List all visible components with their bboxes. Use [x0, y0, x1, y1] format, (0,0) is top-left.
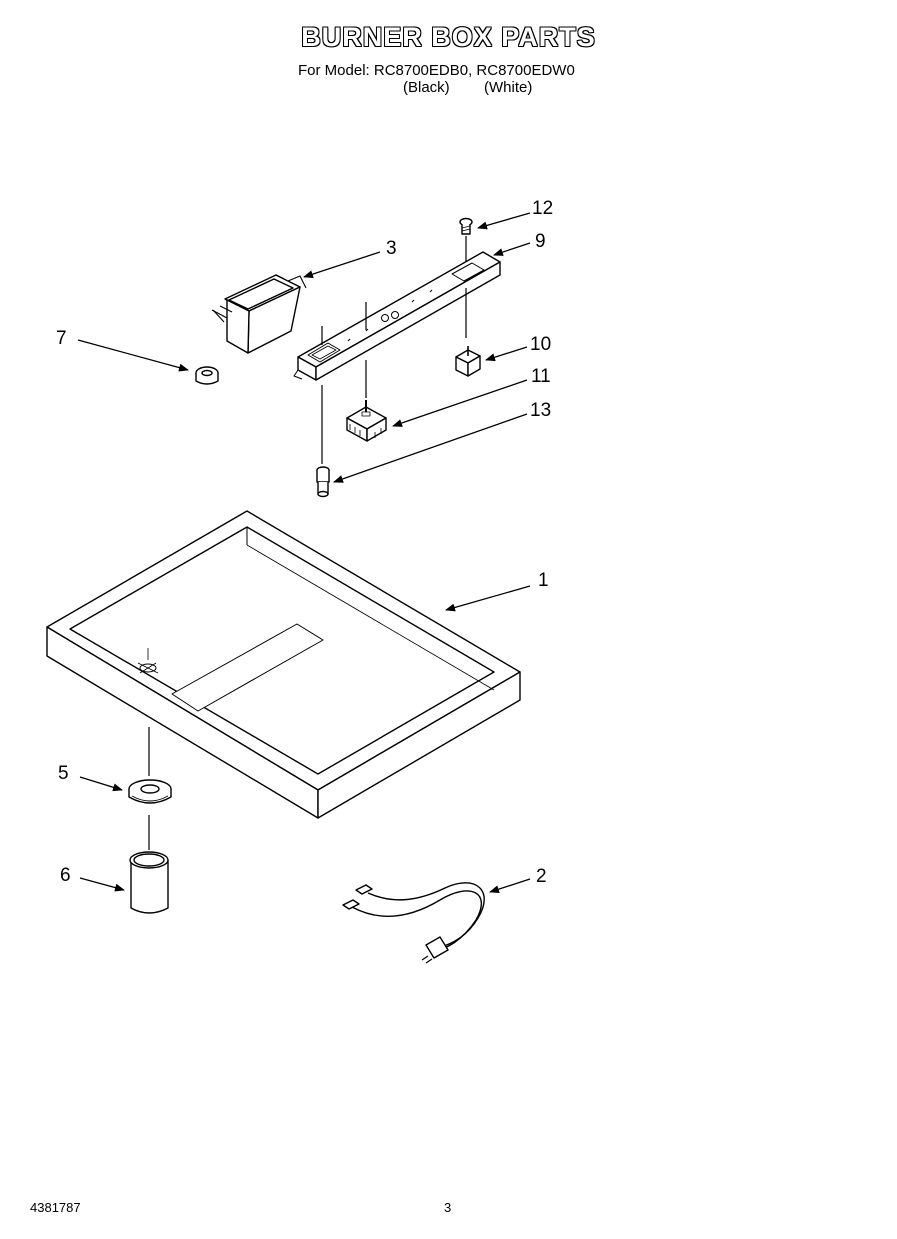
screw — [459, 217, 473, 235]
callout-9: 9 — [535, 231, 546, 252]
callout-2: 2 — [536, 866, 547, 887]
plug-button — [195, 366, 219, 385]
infinite-switch — [346, 400, 387, 442]
callout-7: 7 — [56, 328, 67, 349]
assembly-lines — [148, 236, 467, 850]
burner-box-tray — [46, 510, 521, 819]
bracket-box — [211, 274, 307, 354]
small-switch — [455, 346, 481, 377]
variant-white: (White) — [484, 79, 533, 96]
document-number: 4381787 — [30, 1200, 81, 1215]
callout-5: 5 — [58, 763, 69, 784]
callout-1: 1 — [538, 570, 549, 591]
burner-cup — [129, 851, 169, 914]
page-title: BURNER BOX PARTS — [301, 22, 596, 52]
power-cord — [342, 882, 485, 964]
callout-leaders — [77, 212, 531, 894]
page-number: 3 — [444, 1200, 452, 1215]
control-panel-bar — [293, 251, 501, 381]
callout-12: 12 — [532, 198, 553, 219]
callout-6: 6 — [60, 865, 71, 886]
grommet — [128, 779, 172, 804]
control-knob — [316, 466, 330, 498]
callout-10: 10 — [530, 334, 551, 355]
variant-black: (Black) — [403, 79, 450, 96]
callout-13: 13 — [530, 400, 551, 421]
callout-11: 11 — [531, 366, 551, 387]
model-line: For Model: RC8700EDB0, RC8700EDW0 — [298, 62, 575, 79]
callout-3: 3 — [386, 238, 397, 259]
